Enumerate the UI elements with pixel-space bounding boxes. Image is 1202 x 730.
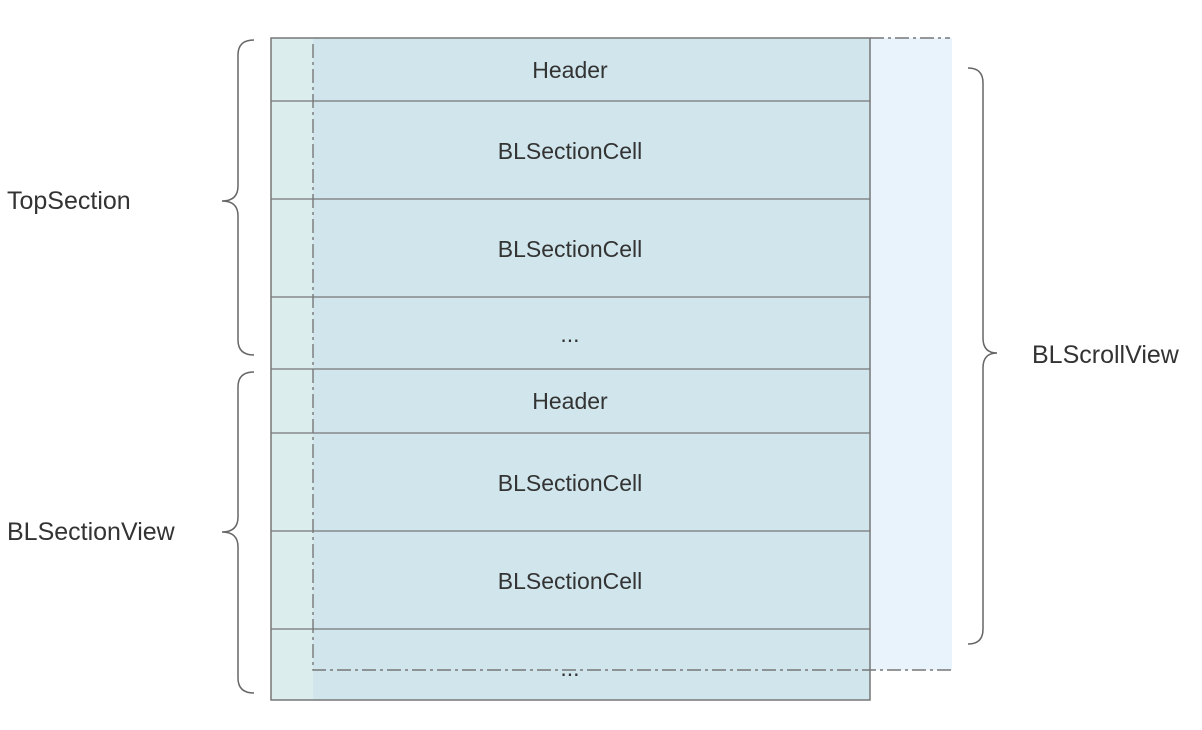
row-separators <box>271 100 870 630</box>
table-border <box>270 37 871 701</box>
row-label: ... <box>560 321 579 347</box>
section-view-brace <box>221 371 255 694</box>
row-label: Header <box>532 57 608 83</box>
top-section-brace <box>221 39 255 356</box>
row-label: BLSectionCell <box>498 138 642 164</box>
scroll-view-brace <box>967 67 998 645</box>
section-view-label: BLSectionView <box>7 518 176 546</box>
row-label: Header <box>532 388 608 414</box>
row-label: BLSectionCell <box>498 568 642 594</box>
row-label: BLSectionCell <box>498 236 642 262</box>
top-section-label: TopSection <box>7 187 131 215</box>
row-label: ... <box>560 655 579 681</box>
scroll-view-area <box>870 38 952 670</box>
scroll-view-label: BLScrollView <box>1032 341 1180 369</box>
row-label: BLSectionCell <box>498 470 642 496</box>
scroll-view-frame <box>312 37 952 671</box>
